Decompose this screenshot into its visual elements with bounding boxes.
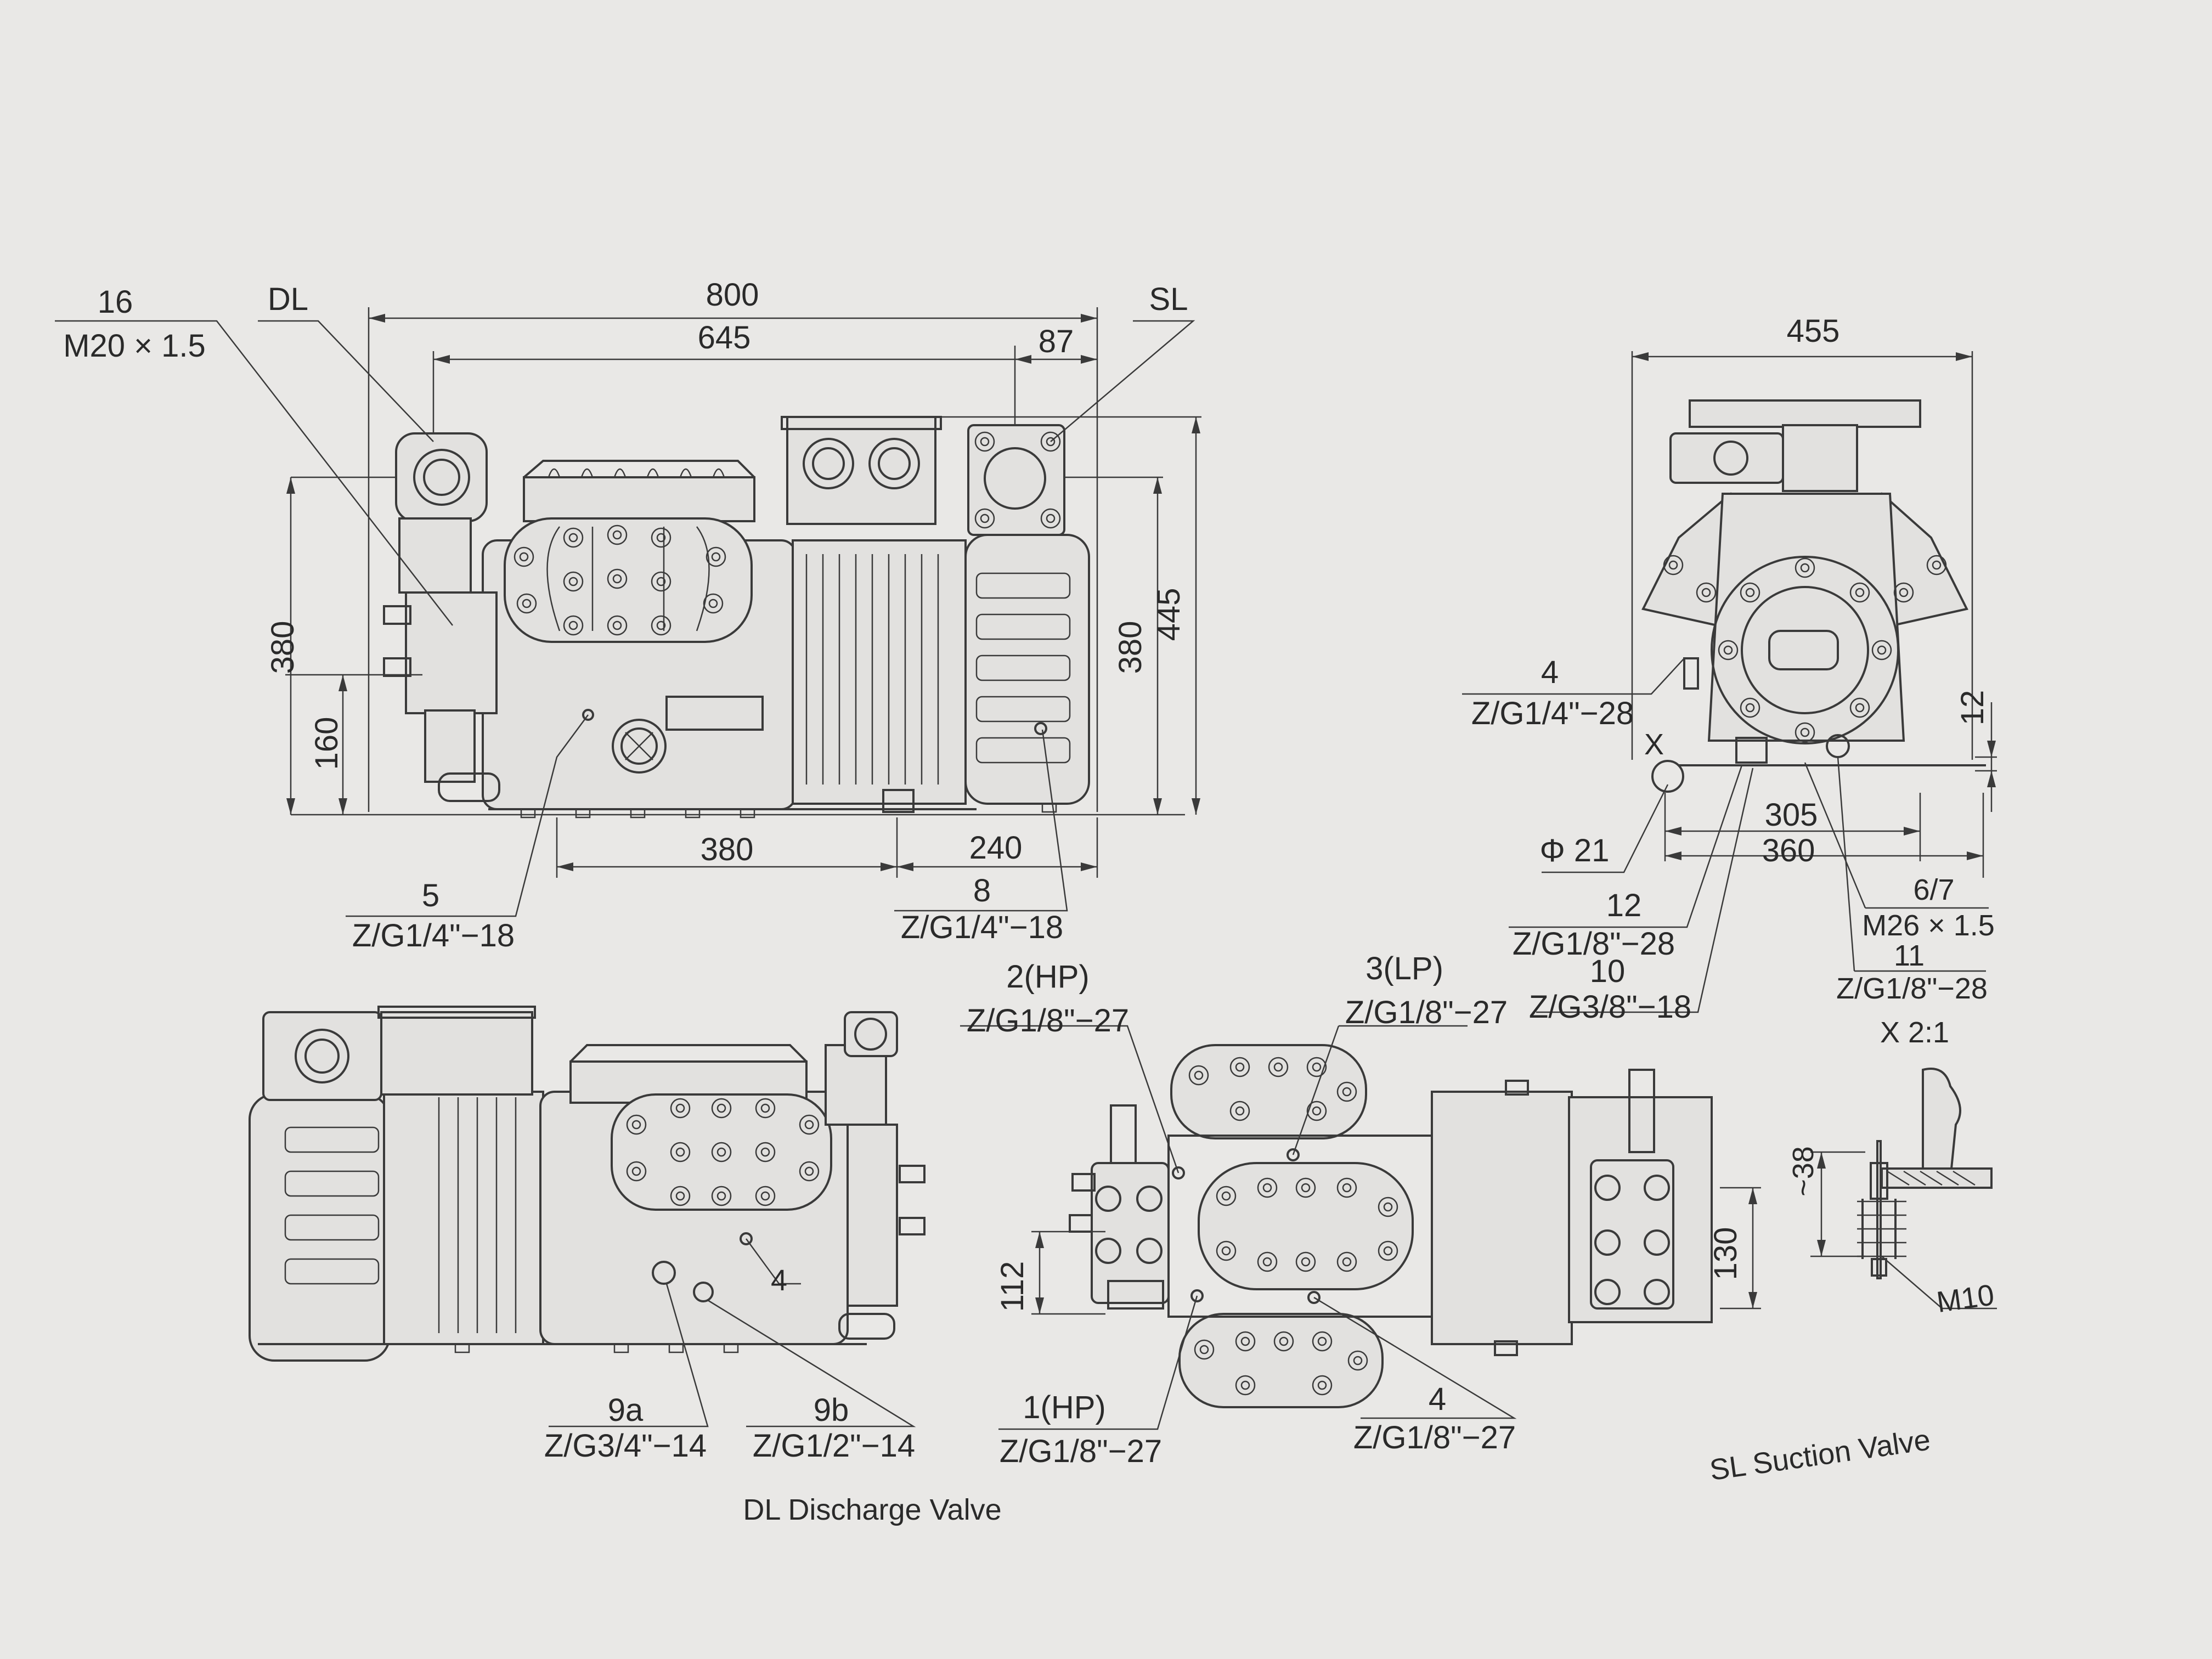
- callout-16-thread: M20 × 1.5: [63, 328, 206, 364]
- label-sl: SL: [1149, 281, 1188, 317]
- dim-112: 112: [995, 1261, 1030, 1312]
- dim-380-left: 380: [265, 621, 301, 674]
- bolt-m10: M10: [1934, 1278, 1996, 1319]
- callout-8: 8: [973, 873, 991, 909]
- callout-5: 5: [422, 878, 439, 913]
- callout-10-thread: Z/G3/8"−18: [1529, 989, 1691, 1025]
- dim-phi21: Φ 21: [1540, 833, 1610, 868]
- callout-4: 4: [1429, 1381, 1446, 1417]
- callout-6-7-thread: M26 × 1.5: [1862, 909, 1995, 942]
- dim-12: 12: [1955, 690, 1990, 726]
- dim-380-bottom: 380: [701, 832, 754, 867]
- callout-11: 11: [1894, 939, 1925, 972]
- callout-12: 12: [1606, 888, 1642, 923]
- callout-9a: 9a: [608, 1392, 644, 1428]
- callout-3lp: 3(LP): [1365, 951, 1443, 986]
- callout-4-thread: Z/G1/8"−27: [1353, 1420, 1516, 1455]
- callout-9a-thread: Z/G3/4"−14: [544, 1428, 707, 1464]
- callout-12-thread: Z/G1/8"−28: [1513, 926, 1675, 962]
- callout-4-thread: Z/G1/4"−28: [1471, 696, 1634, 731]
- side-view: 455 4 Z/G1/4"−28 X 12 Φ 21 305 360 12 Z/…: [1462, 313, 1997, 1049]
- callout-8-thread: Z/G1/4"−18: [901, 910, 1063, 945]
- front-view: 16 M20 × 1.5 DL SL 800 645 87 380 160 38…: [55, 277, 1201, 953]
- dim-360: 360: [1762, 833, 1815, 868]
- top-view: 2(HP) Z/G1/8"−27 3(LP) Z/G1/8"−27 1(HP) …: [960, 951, 1761, 1469]
- callout-2hp: 2(HP): [1006, 959, 1089, 995]
- callout-4: 4: [771, 1264, 787, 1297]
- dim-130: 130: [1708, 1227, 1743, 1280]
- callout-16: 16: [98, 284, 133, 320]
- callout-4: 4: [1541, 654, 1559, 690]
- dim-445: 445: [1151, 588, 1187, 641]
- callout-9b: 9b: [814, 1392, 849, 1428]
- caption-sl-suction-valve: SL Suction Valve: [1708, 1423, 1933, 1487]
- dim-240: 240: [969, 830, 1023, 866]
- rear-view: 4 9a Z/G3/4"−14 9b Z/G1/2"−14 DL Dischar…: [249, 1006, 1002, 1526]
- callout-11-thread: Z/G1/8"−28: [1836, 972, 1988, 1005]
- callout-3lp-thread: Z/G1/8"−27: [1345, 995, 1508, 1030]
- dim-645: 645: [698, 320, 751, 356]
- callout-6-7: 6/7: [1913, 873, 1954, 906]
- dim-800: 800: [706, 277, 759, 313]
- caption-dl-discharge-valve: DL Discharge Valve: [743, 1493, 1001, 1526]
- dim-160: 160: [309, 717, 345, 770]
- dim-455: 455: [1787, 313, 1840, 349]
- dim-380-right: 380: [1113, 621, 1148, 674]
- callout-2hp-thread: Z/G1/8"−27: [967, 1003, 1129, 1039]
- dim-38: ~38: [1787, 1146, 1820, 1197]
- callout-1hp-thread: Z/G1/8"−27: [1000, 1434, 1162, 1469]
- scale-label: X 2:1: [1880, 1016, 1949, 1049]
- callout-1hp: 1(HP): [1023, 1390, 1105, 1425]
- callout-10: 10: [1590, 953, 1626, 989]
- dim-305: 305: [1765, 797, 1818, 833]
- callout-9b-thread: Z/G1/2"−14: [753, 1428, 915, 1464]
- detail-x: ~38 M10 SL Suction Valve: [1708, 1068, 1997, 1487]
- callout-5-thread: Z/G1/4"−18: [352, 918, 515, 953]
- label-dl: DL: [268, 281, 308, 317]
- label-x: X: [1644, 728, 1664, 761]
- dim-87: 87: [1039, 324, 1074, 359]
